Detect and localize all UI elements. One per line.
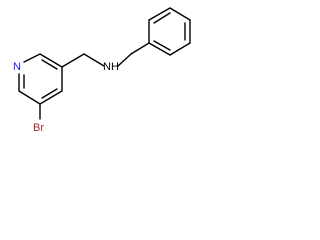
bond-b5-b6 [169,42,191,56]
bond-c4-c5-double [41,88,58,99]
bond-b3-b4 [169,7,191,21]
amine-nh-label: NH [103,61,119,73]
molecule-canvas: N NH Br [0,0,202,144]
bond-b2-b3-double [153,12,171,24]
bond-nh-ch2 [117,53,132,67]
bond-c2-c3-double [41,59,58,70]
bond-ch2-nh [83,53,105,67]
bond-b2-b3 [148,7,171,21]
bromine-label: Br [33,122,44,134]
bond-b6-b1 [148,42,171,56]
bond-c2-c3 [39,53,63,68]
bond-c5-c6 [18,90,41,105]
benzene-ring [148,7,191,56]
bond-c4-c5 [39,90,63,105]
bond-ch2-phenyl [130,42,150,55]
molecule-structure: N NH Br [13,7,191,134]
bond-n1-c2 [23,53,41,63]
pyridine-ring [18,53,63,105]
pyridine-nitrogen-label: N [13,61,21,73]
bond-b6-b1-double [153,40,171,51]
bond-ring-ch2 [61,53,85,68]
